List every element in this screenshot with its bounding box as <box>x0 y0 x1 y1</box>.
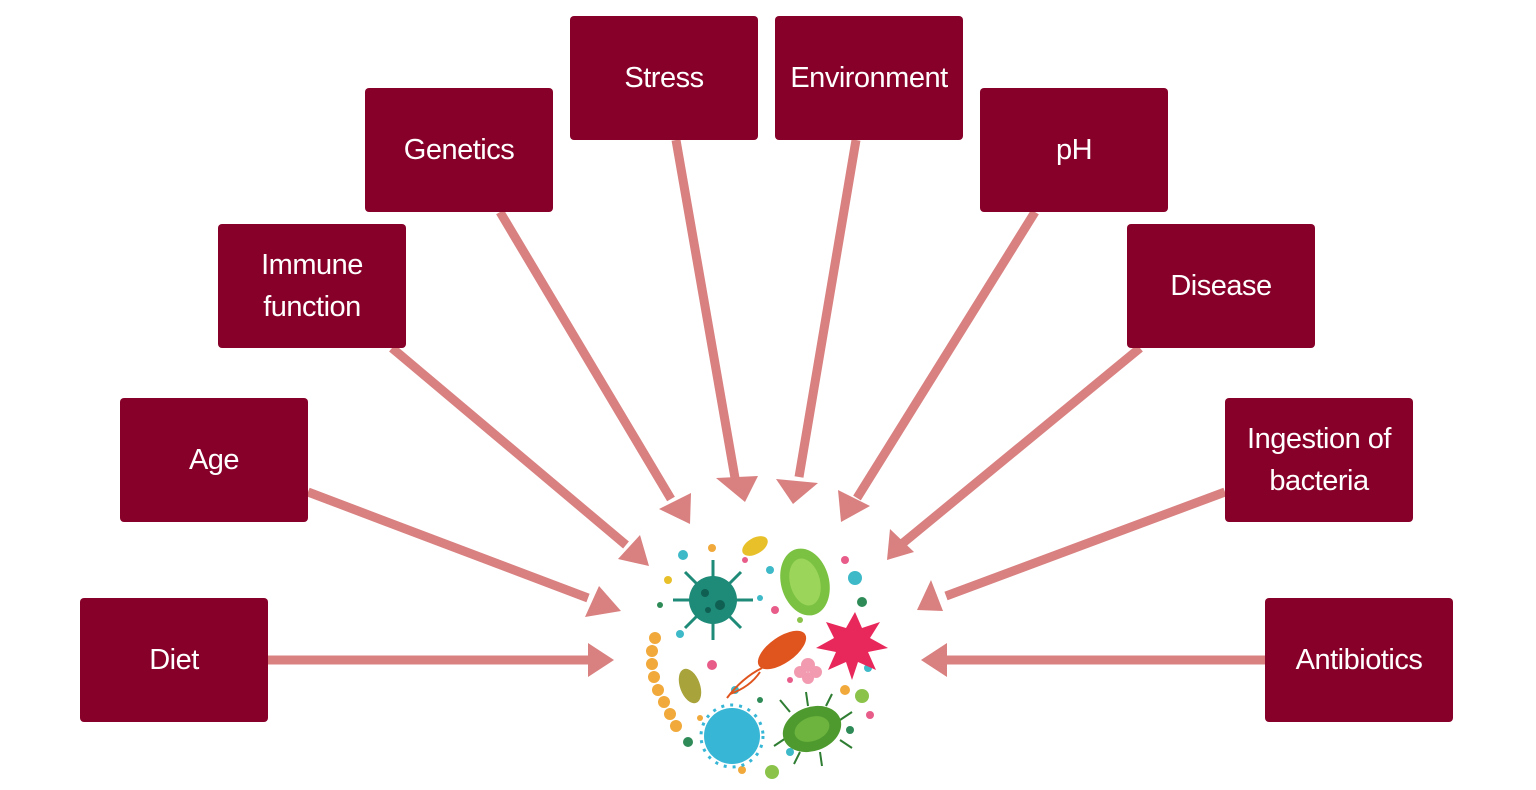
factor-disease-label: Disease <box>1170 269 1272 302</box>
arrow-age <box>306 487 590 603</box>
arrowhead-ph <box>838 490 870 522</box>
arrowhead-environment <box>776 479 818 504</box>
arrow-disease <box>900 344 1143 547</box>
arrowhead-disease <box>887 529 914 560</box>
factor-diet-label: Diet <box>149 643 199 676</box>
factor-diet: Diet <box>80 598 268 722</box>
arrowhead-diet <box>588 643 614 677</box>
factor-age: Age <box>120 398 308 522</box>
factor-stress: Stress <box>570 16 758 140</box>
factor-immune-function-label: Immune function <box>261 248 363 323</box>
factor-immune-function: Immune function <box>218 224 406 348</box>
arrowhead-immune-function <box>618 535 649 566</box>
factor-environment-label: Environment <box>790 61 948 94</box>
factor-environment: Environment <box>775 16 963 140</box>
arrowhead-ingestion-of-bacteria <box>917 580 943 611</box>
factor-stress-label: Stress <box>624 61 704 94</box>
factor-genetics-label: Genetics <box>403 133 515 166</box>
factor-genetics: Genetics <box>365 88 553 212</box>
factor-ph: pH <box>980 88 1168 212</box>
arrow-stress <box>671 139 740 479</box>
factor-ingestion-of-bacteria: Ingestion of bacteria <box>1225 398 1413 522</box>
factor-antibiotics-label: Antibiotics <box>1295 643 1423 676</box>
arrowhead-age <box>585 586 621 617</box>
arrow-immune-function <box>389 344 629 549</box>
factor-antibiotics: Antibiotics <box>1265 598 1453 722</box>
arrow-ph <box>853 209 1039 501</box>
arrow-ingestion-of-bacteria <box>944 487 1227 601</box>
arrow-genetics <box>496 209 675 502</box>
factor-ingestion-of-bacteria-label: Ingestion of bacteria <box>1247 422 1391 497</box>
arrowhead-antibiotics <box>921 643 947 677</box>
arrow-environment <box>794 139 861 478</box>
factor-age-label: Age <box>188 443 240 476</box>
factor-disease: Disease <box>1127 224 1315 348</box>
arrowhead-genetics <box>659 493 691 524</box>
arrowhead-stress <box>716 476 758 502</box>
factor-ph-label: pH <box>1055 133 1093 166</box>
